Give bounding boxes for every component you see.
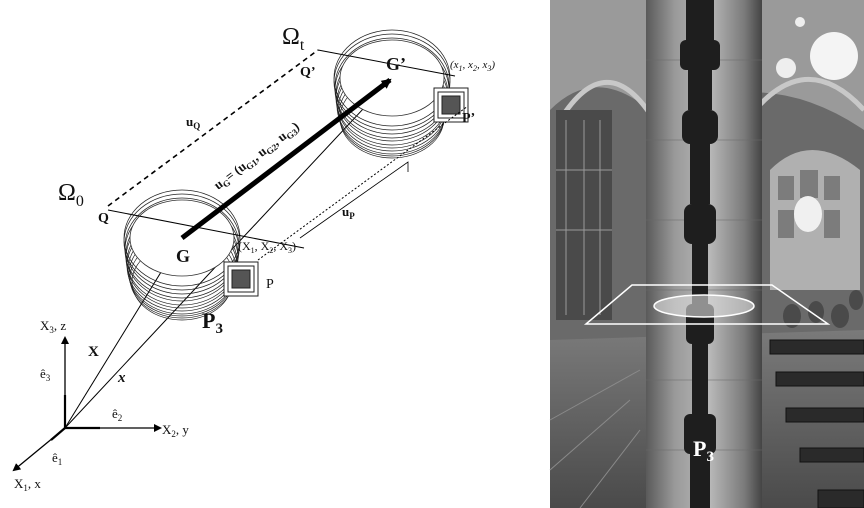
cutting-plane (583, 284, 831, 325)
column-carving (680, 0, 720, 508)
label-vector-X: X (88, 344, 99, 360)
section-line-omega-0 (107, 209, 305, 249)
label-G-prime: G’ (386, 54, 406, 74)
section-line-omega-t (317, 49, 456, 77)
label-uQ: uQ (186, 114, 200, 131)
label-axis-x2: X2, y (162, 422, 189, 439)
label-e3: ê3 (40, 366, 51, 383)
bracket-P-prime (433, 87, 469, 123)
label-e1: ê1 (52, 450, 62, 467)
coordinate-axes (12, 336, 162, 472)
label-vector-x: x (117, 370, 126, 386)
label-G: G (176, 246, 190, 266)
label-uP: uP (342, 204, 355, 221)
label-Q: Q (98, 211, 109, 226)
label-axis-x3: X3, z (40, 318, 66, 335)
label-omega-0: Ω0 (58, 180, 84, 210)
vector-uQ (107, 49, 319, 207)
vector-uG (180, 78, 392, 240)
bracket-P (223, 261, 259, 297)
church-photo: P3 (549, 0, 864, 508)
e1-vector (50, 427, 66, 441)
label-omega-t: Ωt (282, 24, 305, 54)
label-P: P (266, 277, 274, 292)
label-axis-x1: X1, x (14, 476, 41, 493)
label-P-prime: P’ (462, 111, 475, 126)
label-e2: ê2 (112, 406, 122, 423)
label-P3-diagram: P3 (202, 308, 223, 337)
schematic-diagram: Ωt Ω0 G’ G Q’ P’ Q P (x1, x2, x3) (X1, X… (12, 24, 495, 493)
uP-bracket (299, 161, 409, 239)
vector-uP (257, 105, 469, 261)
label-P3-photo: P3 (693, 436, 714, 465)
label-x-coords: (x1, x2, x3) (450, 59, 495, 73)
label-Q-prime: Q’ (300, 65, 316, 80)
label-X-coords: (X1, X2, X3) (238, 239, 296, 255)
cutting-section-ellipse (653, 294, 755, 318)
